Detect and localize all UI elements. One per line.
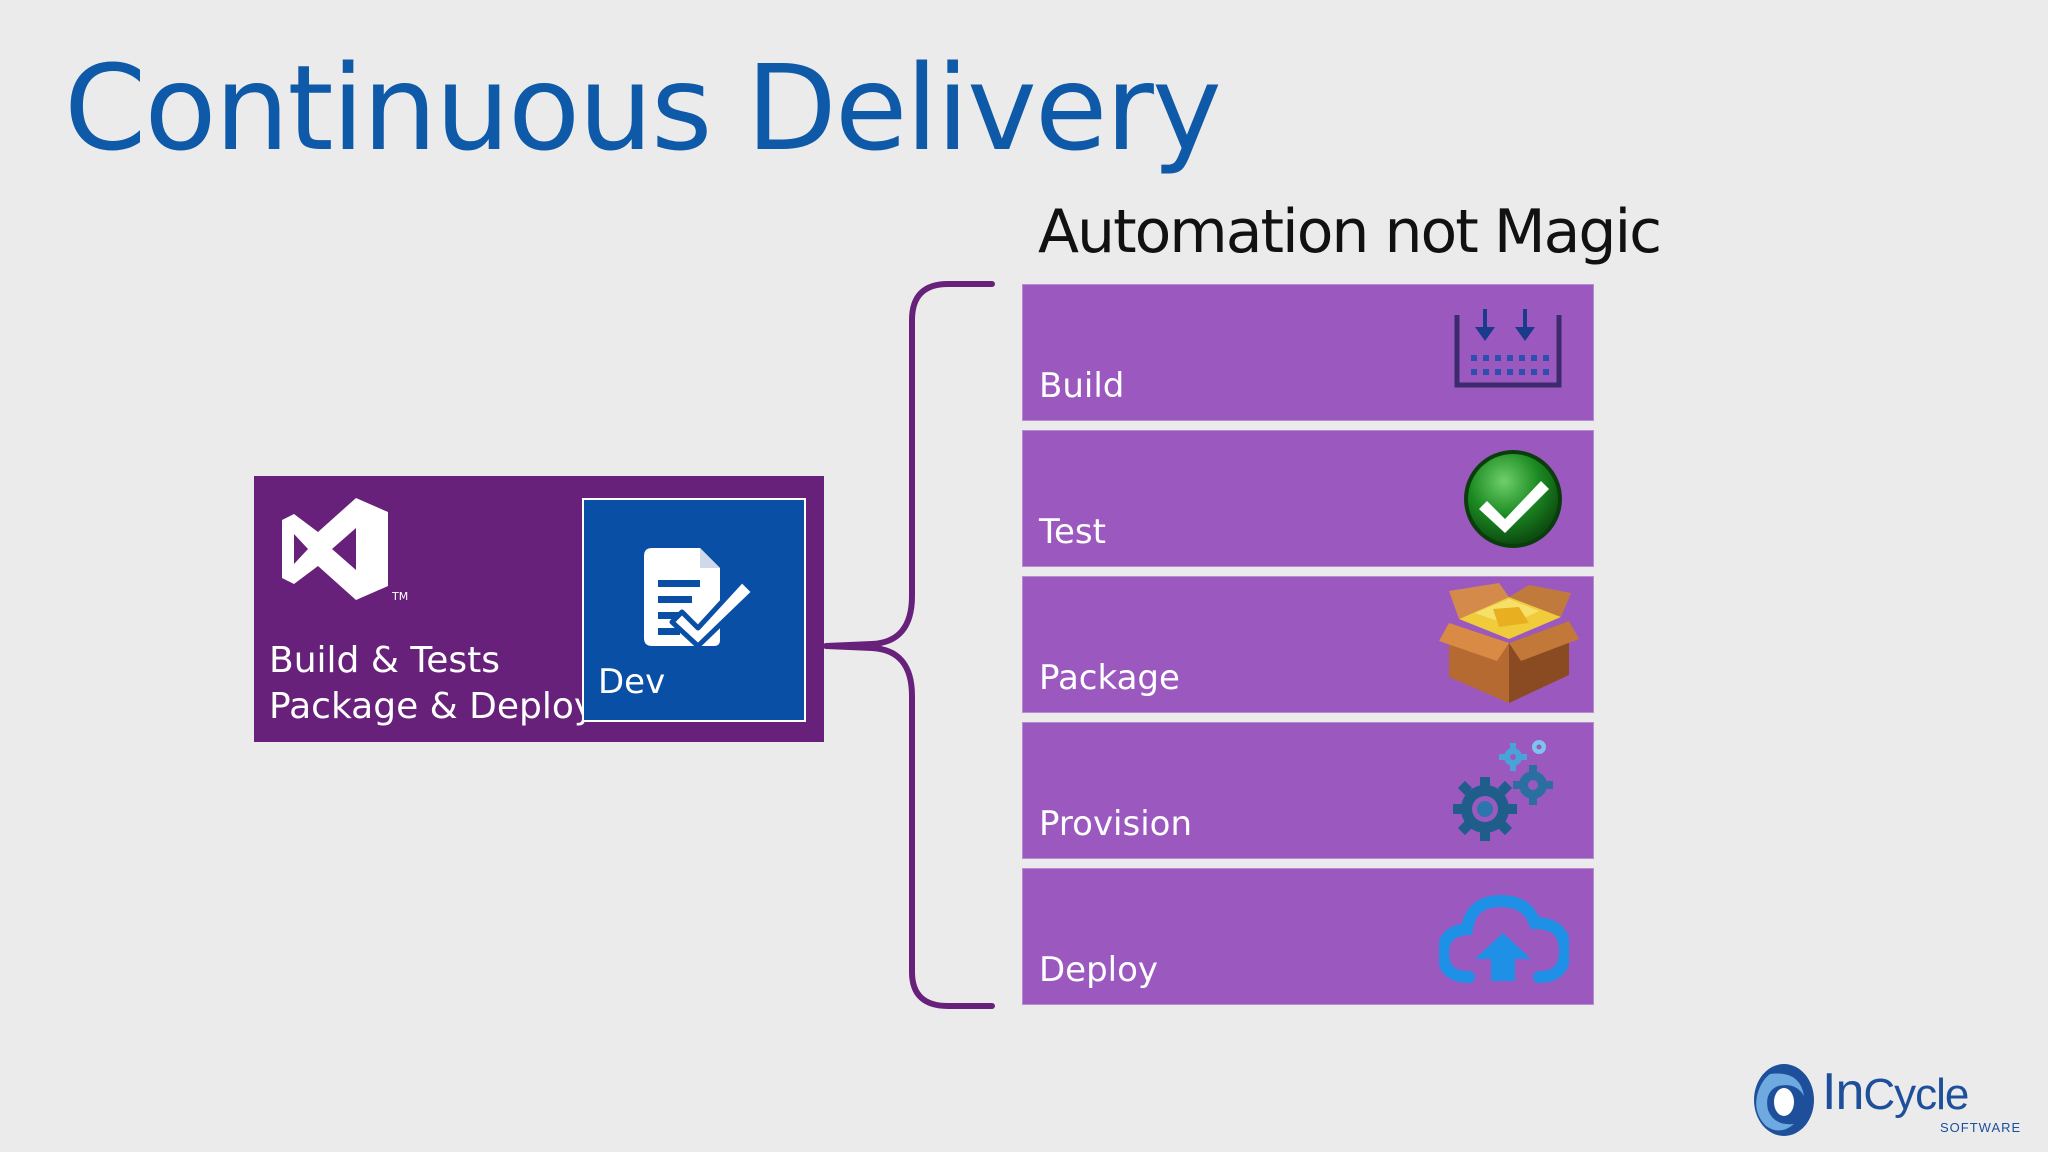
caption-line-2: Package & Deploy: [269, 686, 596, 727]
gears-icon: [1451, 737, 1561, 851]
step-label: Build: [1039, 366, 1125, 406]
step-deploy: Deploy: [1022, 868, 1594, 1005]
logo-subtext: SOFTWARE: [1940, 1120, 2022, 1135]
dev-label: Dev: [598, 662, 666, 702]
document-check-icon: [638, 542, 762, 654]
step-label: Provision: [1039, 804, 1193, 844]
cloud-upload-icon: [1436, 893, 1572, 987]
step-label: Package: [1039, 658, 1180, 698]
visual-studio-logo-icon: TM: [272, 494, 412, 608]
logo-word-in: In: [1822, 1063, 1864, 1121]
step-build: Build: [1022, 284, 1594, 421]
vs-caption: Build & Tests Package & Deploy: [269, 638, 595, 730]
step-provision: Provision: [1022, 722, 1594, 859]
step-label: Deploy: [1039, 950, 1159, 990]
build-icon: [1453, 305, 1563, 395]
package-icon: [1439, 583, 1579, 713]
step-package: Package: [1022, 576, 1594, 713]
curly-brace: [820, 276, 1000, 1020]
incycle-swirl-icon: [1748, 1060, 1818, 1144]
caption-line-1: Build & Tests: [269, 640, 500, 681]
step-label: Test: [1039, 512, 1106, 552]
logo-wordmark: InCycle: [1822, 1062, 1969, 1122]
dev-tile: Dev: [582, 498, 806, 722]
step-test: Test: [1022, 430, 1594, 567]
pipeline-steps: Build Test: [1022, 284, 1594, 1005]
checkmark-icon: [1461, 447, 1565, 555]
visual-studio-tile: TM Build & Tests Package & Deploy Dev: [254, 476, 824, 742]
slide-title: Continuous Delivery: [64, 39, 1222, 177]
subtitle: Automation not Magic: [1038, 197, 1662, 267]
svg-text:TM: TM: [391, 590, 408, 603]
logo-word-cycle: Cycle: [1863, 1070, 1969, 1119]
